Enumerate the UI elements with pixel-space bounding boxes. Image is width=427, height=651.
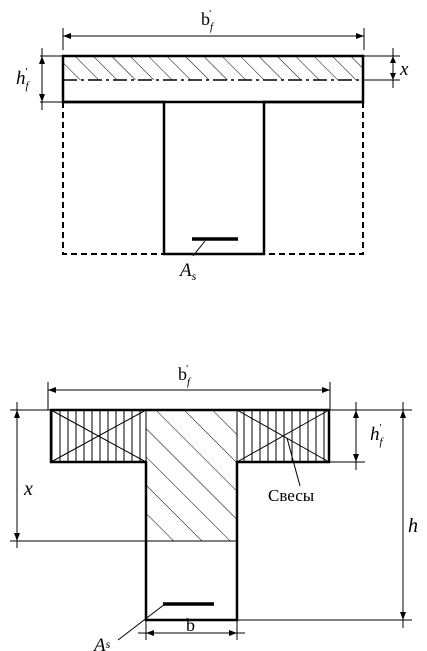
top-figure: bf' As hf' (16, 8, 409, 283)
top-hf-dimension (39, 48, 63, 110)
top-as-label: As (178, 260, 197, 283)
top-hf-label: hf' (16, 66, 31, 92)
bottom-as-leader (117, 603, 166, 641)
bottom-right-overhang (236, 409, 330, 463)
bottom-hf-label: hf' (370, 422, 385, 448)
top-compressed-zone (63, 56, 363, 80)
bottom-left-overhang (50, 409, 147, 463)
bottom-web-compressed-zone (146, 410, 237, 541)
top-bf-label: bf' (201, 8, 215, 33)
bottom-overhangs-leader (286, 437, 301, 487)
bottom-x-label: x (23, 478, 33, 500)
top-x-label: x (399, 59, 409, 80)
top-as-leader (192, 240, 206, 257)
bottom-h-dimension (237, 402, 412, 628)
top-dashed-left (62, 102, 164, 255)
bottom-hf-dimension (329, 402, 365, 470)
top-dashed-right (264, 102, 364, 255)
bottom-bf-label: bf' (178, 363, 192, 388)
top-web (63, 100, 363, 256)
bottom-b-dimension (138, 620, 245, 640)
bottom-as-label: As (92, 635, 111, 651)
top-flange (61, 54, 365, 104)
bottom-overhangs-label: Свесы (268, 486, 315, 505)
top-x-dimension (364, 48, 400, 88)
bottom-bf-dimension (47, 382, 331, 410)
top-bf-dimension (62, 28, 365, 50)
bottom-figure: bf' As (10, 363, 418, 651)
bottom-h-label: h (408, 515, 418, 537)
bottom-x-dimension (10, 402, 51, 548)
bottom-b-label: b (186, 615, 195, 635)
